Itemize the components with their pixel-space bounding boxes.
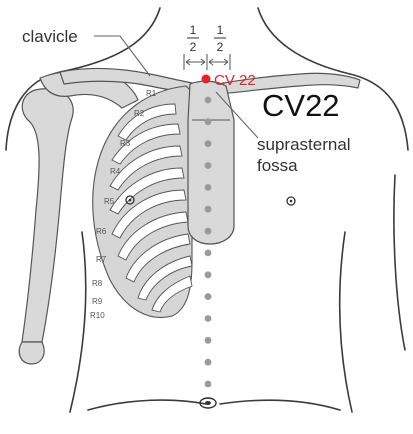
- humerus-bone: [18, 88, 74, 365]
- clavicle-label: clavicle: [22, 27, 78, 46]
- midline-marker: [204, 118, 212, 126]
- measurement-half-cun: 1 2 1 2: [183, 23, 231, 70]
- navel: [199, 397, 217, 409]
- title-label: CV22: [262, 88, 340, 123]
- midline-marker: [204, 358, 212, 366]
- fraction-left-denominator: 2: [190, 40, 197, 54]
- rib-cage: [92, 85, 193, 318]
- rib-label: R10: [90, 311, 105, 320]
- fossa-label-line1: suprasternal: [257, 135, 351, 154]
- rib-label: R4: [110, 167, 121, 176]
- rib-label: R3: [120, 139, 131, 148]
- midline-marker: [204, 96, 212, 104]
- rib-labels: R1 R2 R3 R4 R5 R6 R7 R8 R9 R10: [90, 89, 157, 320]
- midline-marker: [204, 249, 212, 257]
- rib-label: R1: [146, 89, 157, 98]
- rib-label: R6: [96, 227, 107, 236]
- nipple-left: [286, 196, 296, 206]
- rib-label: R8: [92, 279, 103, 288]
- fraction-right-numerator: 1: [217, 23, 224, 37]
- midline-markers: [204, 96, 212, 388]
- body-outline: [5, 7, 409, 413]
- midline-marker: [204, 162, 212, 169]
- midline-marker: [204, 380, 212, 388]
- midline-marker: [204, 205, 212, 213]
- cv22-point: [201, 74, 211, 84]
- fossa-label-line2: fossa: [257, 156, 298, 175]
- fraction-left-numerator: 1: [190, 23, 197, 37]
- clavicle-bone: [59, 67, 361, 95]
- midline-marker: [204, 140, 212, 148]
- midline-marker: [204, 184, 212, 191]
- midline-marker: [204, 336, 212, 344]
- rib-label: R7: [96, 255, 107, 264]
- fraction-right-denominator: 2: [217, 40, 224, 54]
- rib-label: R9: [92, 297, 103, 306]
- sternum: [187, 80, 235, 245]
- midline-marker: [204, 315, 212, 322]
- rib-label: R2: [134, 109, 145, 118]
- nipple-right: [125, 195, 135, 205]
- cv22-point-label: CV 22: [214, 72, 256, 89]
- midline-marker: [204, 227, 212, 235]
- midline-marker: [204, 271, 212, 279]
- fossa-leader: [215, 91, 259, 139]
- clavicle-leader: [94, 35, 151, 77]
- rib-label: R5: [104, 197, 115, 206]
- midline-marker: [204, 293, 212, 300]
